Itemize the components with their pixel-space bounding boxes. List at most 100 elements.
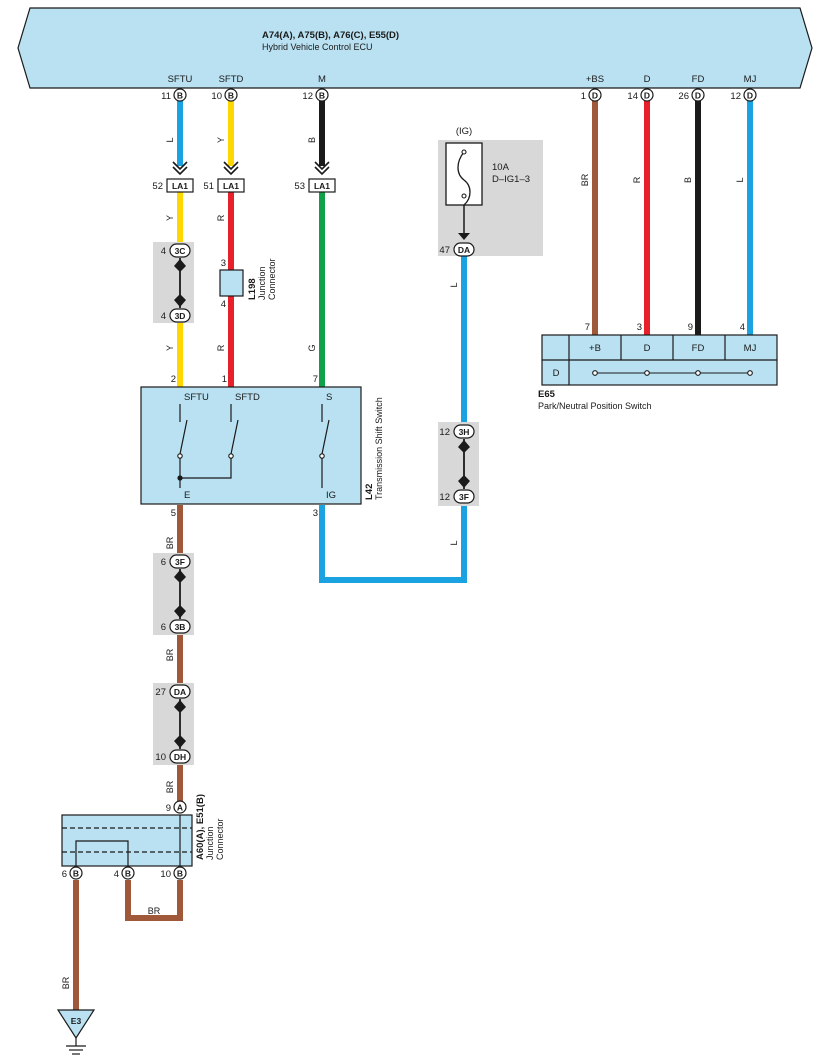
l198-desc2: Connector — [267, 258, 277, 300]
wire-jc-loop — [125, 880, 183, 921]
ecu-signal-sftu: SFTU — [168, 74, 193, 85]
jc-pin-10: B 10 — [160, 866, 187, 880]
wire-label-d: R — [632, 176, 642, 183]
svg-text:3D: 3D — [175, 311, 186, 321]
svg-text:5: 5 — [171, 508, 176, 519]
svg-text:4: 4 — [161, 246, 166, 257]
ecu-pin-6: D 26 — [678, 88, 705, 102]
bowtie-arrow-icon — [458, 440, 470, 488]
ecu-box — [17, 7, 813, 89]
wire-label-e-low: BR — [165, 780, 175, 793]
svg-text:6: 6 — [62, 869, 67, 880]
svg-text:47: 47 — [439, 245, 450, 256]
ecu-signal-mj: MJ — [744, 74, 757, 85]
svg-text:B: B — [73, 869, 79, 879]
park-header-fd: FD — [692, 343, 705, 354]
la1-connector-53: LA1 53 — [294, 178, 336, 193]
l198-junction-connector: 3 4 L198 Junction Connector — [219, 258, 277, 310]
wire-label-e-top: BR — [165, 536, 175, 549]
svg-text:DH: DH — [174, 752, 186, 762]
svg-text:12: 12 — [439, 492, 450, 503]
junction-3h: 3H 12 — [439, 424, 475, 439]
wire-label-sftu-mid: Y — [165, 215, 175, 221]
park-header-d: D — [644, 343, 651, 354]
svg-text:3C: 3C — [175, 246, 186, 256]
svg-text:27: 27 — [155, 687, 166, 698]
svg-text:4: 4 — [221, 299, 226, 310]
svg-text:2: 2 — [171, 374, 176, 385]
svg-text:1: 1 — [222, 374, 227, 385]
svg-text:9: 9 — [688, 322, 693, 333]
wire-label-ig-top: L — [449, 282, 459, 287]
ecu-signal-fd: FD — [692, 74, 705, 85]
wire-label-ground: BR — [61, 976, 71, 989]
bowtie-arrow-icon — [174, 700, 186, 748]
park-header-mj: MJ — [744, 343, 757, 354]
la1-pin: 53 — [294, 181, 305, 192]
la1-connector-51: LA1 51 — [203, 178, 245, 193]
plug-chevron-icon — [223, 161, 239, 176]
svg-text:3F: 3F — [459, 492, 469, 502]
ecu-subtitle: Hybrid Vehicle Control ECU — [262, 42, 373, 52]
ecu-signal-d: D — [644, 74, 651, 85]
ecu-pin-2: B 10 — [211, 88, 238, 102]
ecu-pin-3-num: 12 — [302, 91, 313, 102]
bowtie-arrow-icon — [174, 570, 186, 618]
la1-connector-52: LA1 52 — [152, 178, 194, 193]
ecu-pin-6-conn: D — [695, 91, 701, 101]
ground-symbol-icon — [66, 1038, 86, 1055]
jc-pin-top: A 9 — [166, 800, 187, 814]
la1-label: LA1 — [172, 181, 188, 191]
ecu-signal-m: M — [318, 74, 326, 85]
ecu-pin-5-num: 14 — [627, 91, 638, 102]
svg-text:6: 6 — [161, 557, 166, 568]
svg-text:10: 10 — [160, 869, 171, 880]
la1-label: LA1 — [314, 181, 330, 191]
junction-dh: DH 10 — [155, 749, 191, 764]
wire-label-sftd-top: Y — [216, 137, 226, 143]
la1-pin: 52 — [152, 181, 163, 192]
l198-desc1: Junction — [257, 266, 267, 300]
bowtie-arrow-icon — [174, 259, 186, 307]
ecu-pin-6-num: 26 — [678, 91, 689, 102]
svg-text:3: 3 — [637, 322, 642, 333]
ecu-pin-5: D 14 — [627, 88, 654, 102]
la1-pin: 51 — [203, 181, 214, 192]
wire-label-fd: B — [683, 177, 693, 183]
ecu-pin-3-conn: B — [319, 91, 325, 101]
switch-name: Transmission Shift Switch — [374, 397, 384, 500]
wire-label-bs: BR — [580, 173, 590, 186]
svg-text:3F: 3F — [175, 557, 185, 567]
jc-pin-4: B 4 — [114, 866, 135, 880]
ecu-pin-2-num: 10 — [211, 91, 222, 102]
svg-text:4: 4 — [161, 311, 166, 322]
wire-label-e-mid: BR — [165, 648, 175, 661]
svg-text:9: 9 — [166, 803, 171, 814]
ecu-pin-4: D 1 — [581, 88, 602, 102]
ground-label: E3 — [71, 1016, 82, 1026]
svg-text:4: 4 — [114, 869, 119, 880]
svg-text:3B: 3B — [175, 622, 186, 632]
svg-text:DA: DA — [174, 687, 186, 697]
ecu-signal-bs: +BS — [586, 74, 604, 85]
svg-text:3H: 3H — [459, 427, 470, 437]
plug-chevron-icon — [172, 161, 188, 176]
svg-text:3: 3 — [221, 258, 226, 269]
switch-label-sftu: SFTU — [184, 392, 209, 403]
park-name: Park/Neutral Position Switch — [538, 401, 652, 411]
l198-id: L198 — [247, 278, 258, 300]
ecu-pin-3: B 12 — [302, 88, 329, 102]
svg-text:12: 12 — [439, 427, 450, 438]
park-neutral-switch: +B D FD MJ D 7 3 9 4 E65 Park/Neutral Po… — [538, 322, 778, 411]
jc-pin-6: B 6 — [62, 866, 83, 880]
fuse-d-ig1-3: (IG) 10A D–IG1–3 — [438, 126, 543, 256]
junction-3d: 3D 4 — [161, 308, 191, 323]
wire-label-m-low: G — [307, 344, 317, 351]
park-row-label: D — [553, 368, 560, 379]
park-header-bplus: +B — [589, 343, 601, 354]
fuse-icon — [457, 151, 471, 206]
jc-desc1: Junction — [205, 826, 215, 860]
ecu-pin-1-num: 11 — [161, 91, 171, 102]
ecu-pin-1-conn: B — [177, 91, 183, 101]
plug-chevron-icon — [314, 161, 330, 176]
